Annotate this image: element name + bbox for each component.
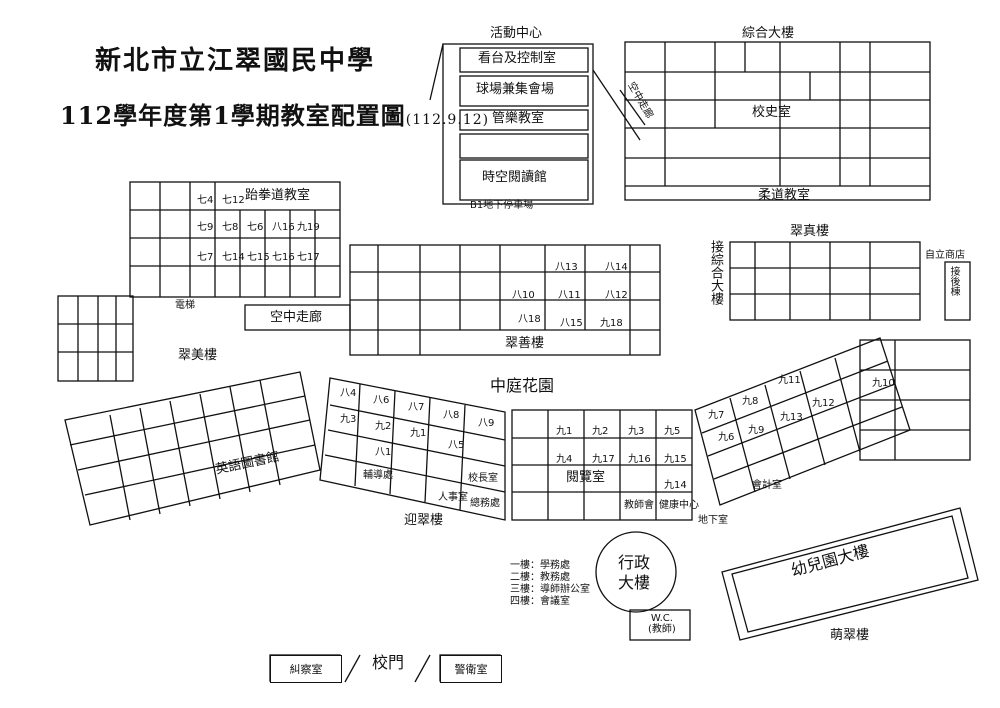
- room-label: 九1: [410, 428, 427, 439]
- room-label: 八13: [555, 262, 578, 273]
- general-building-label: 綜合大樓: [742, 26, 795, 41]
- cuizhen-building-outline: [729, 241, 921, 321]
- gym-label: 球場兼集會場: [476, 82, 555, 97]
- room-label: 七15: [247, 252, 270, 263]
- yingcui-building-outline: [64, 371, 321, 526]
- room-label: 八5: [448, 440, 465, 451]
- guard-room-left-label: 糾察室: [270, 655, 342, 683]
- cuishan-building-label: 翠善樓: [505, 336, 545, 351]
- guard-room-right-label: 警衛室: [440, 655, 502, 683]
- activity-center-label: 活動中心: [490, 26, 543, 41]
- personnel-office-label: 人事室: [438, 492, 468, 503]
- room-label: 八10: [512, 290, 535, 301]
- subtitle-text: 112學年度第1學期教室配置圖: [60, 101, 406, 130]
- legend-line-1: 一樓：學務處: [510, 560, 570, 571]
- teachers-union-label: 教師會: [624, 500, 654, 511]
- self-store-label: 自立商店: [925, 250, 965, 261]
- courtyard-west-outline: [319, 377, 506, 521]
- room-label: 九18: [600, 318, 623, 329]
- room-label: 九7: [708, 410, 725, 421]
- connect-back-label: 接後棟: [948, 266, 959, 296]
- basement-label: 地下室: [698, 515, 728, 526]
- accounting-label: 會計室: [752, 480, 782, 491]
- room-label: 九2: [592, 426, 609, 437]
- room-label: 九12: [812, 398, 835, 409]
- library-hall-label: 閱覽室: [566, 470, 606, 485]
- school-title: 新北市立江翠國民中學: [95, 46, 376, 76]
- room-label: 九14: [664, 480, 687, 491]
- general-affairs-label: 總務處: [470, 498, 500, 509]
- room-label: 九17: [592, 454, 615, 465]
- room-label: 七16: [272, 252, 295, 263]
- room-label: 九8: [742, 396, 759, 407]
- skybridge-label: 空中走廊: [270, 310, 323, 325]
- legend-line-3: 三樓：導師辦公室: [510, 584, 590, 595]
- room-label: 九3: [340, 414, 357, 425]
- room-label: 九10: [872, 378, 895, 389]
- taekwondo-room-label: 跆拳道教室: [245, 188, 311, 203]
- yingcui-building-label: 迎翠樓: [404, 513, 444, 528]
- teacher-wc-label: W.C. (教師): [648, 613, 676, 635]
- health-center-label: 健康中心: [659, 500, 699, 511]
- judo-room-label: 柔道教室: [758, 188, 811, 203]
- reading-hall-label: 時空閱讀館: [482, 170, 548, 185]
- principal-office-label: 校長室: [468, 473, 498, 484]
- cuimei-building-label: 翠美樓: [178, 348, 218, 363]
- room-label: 七9: [197, 222, 214, 233]
- legend-line-2: 二樓：教務處: [510, 572, 570, 583]
- room-label: 九3: [628, 426, 645, 437]
- room-label: 九11: [778, 375, 801, 386]
- legend-line-4: 四樓：會議室: [510, 596, 570, 607]
- admin-building-label: 行政 大樓: [618, 553, 651, 592]
- history-room-label: 校史室: [752, 105, 792, 120]
- activity-center-outline: [442, 43, 594, 205]
- room-label: 九2: [375, 421, 392, 432]
- room-label: 九13: [780, 412, 803, 423]
- room-label: 九6: [718, 432, 735, 443]
- room-label: 八14: [605, 262, 628, 273]
- room-label: 九4: [556, 454, 573, 465]
- connect-general-label: 接綜合大樓: [708, 240, 723, 305]
- counseling-label: 輔導處: [363, 470, 393, 481]
- music-room-label: 管樂教室: [492, 111, 545, 126]
- room-label: 八12: [605, 290, 628, 301]
- courtyard-label: 中庭花園: [490, 376, 555, 395]
- subtitle-date: (112.9.12): [405, 112, 490, 128]
- cuizhen-building-label: 翠真樓: [790, 224, 830, 239]
- room-label: 九9: [748, 425, 765, 436]
- room-label: 七6: [247, 222, 264, 233]
- room-label: 九19: [297, 222, 320, 233]
- room-label: 九16: [628, 454, 651, 465]
- map-subtitle: 112學年度第1學期教室配置圖(112.9.12): [60, 96, 489, 131]
- kindergarten-outline: [721, 507, 979, 641]
- elevator-label: 電梯: [175, 300, 195, 311]
- room-label: 八18: [518, 314, 541, 325]
- general-building-outline: [624, 41, 931, 201]
- room-label: 八4: [340, 388, 357, 399]
- room-label: 七17: [297, 252, 320, 263]
- room-label: 八7: [408, 402, 425, 413]
- school-gate-label: 校門: [372, 653, 405, 672]
- room-label: 八15: [560, 318, 583, 329]
- room-label: 八6: [373, 395, 390, 406]
- mengcui-building-label: 萌翠樓: [830, 628, 870, 643]
- room-label: 九1: [556, 426, 573, 437]
- room-label: 七4: [197, 195, 214, 206]
- room-label: 八1: [375, 447, 392, 458]
- room-label: 九15: [664, 454, 687, 465]
- room-label: 八8: [443, 410, 460, 421]
- parking-label: B1地下停車場: [470, 200, 534, 211]
- cuimei-building-outline: [129, 181, 341, 298]
- room-label: 八11: [558, 290, 581, 301]
- admin-building-circle: [595, 531, 677, 613]
- room-label: 七12: [222, 195, 245, 206]
- room-label: 九5: [664, 426, 681, 437]
- room-label: 七7: [197, 252, 214, 263]
- room-label: 七14: [222, 252, 245, 263]
- stage-control-label: 看台及控制室: [478, 51, 557, 66]
- room-label: 七8: [222, 222, 239, 233]
- room-label: 八9: [478, 418, 495, 429]
- room-label: 八16: [272, 222, 295, 233]
